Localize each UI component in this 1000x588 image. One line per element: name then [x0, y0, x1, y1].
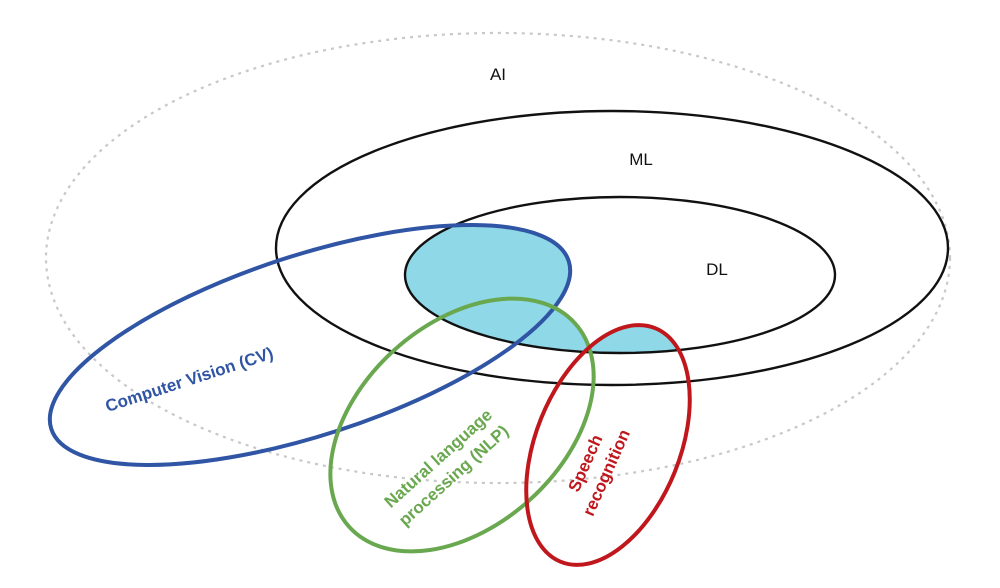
dl-ellipse	[403, 195, 837, 355]
nlp-ellipse	[328, 296, 596, 554]
ai-label: AI	[490, 65, 506, 84]
dl-label: DL	[706, 260, 728, 279]
dl-overlap-highlight	[405, 225, 690, 353]
ml-ellipse	[274, 109, 950, 387]
speech-ellipse	[524, 323, 692, 567]
ai-ellipse	[44, 31, 952, 485]
ml-label: ML	[629, 150, 653, 169]
speech-label: Speech recognition	[565, 427, 634, 519]
nlp-label: Natural language processing (NLP)	[381, 405, 513, 529]
cv-ellipse	[47, 223, 573, 467]
cv-label: Computer Vision (CV)	[103, 344, 276, 416]
